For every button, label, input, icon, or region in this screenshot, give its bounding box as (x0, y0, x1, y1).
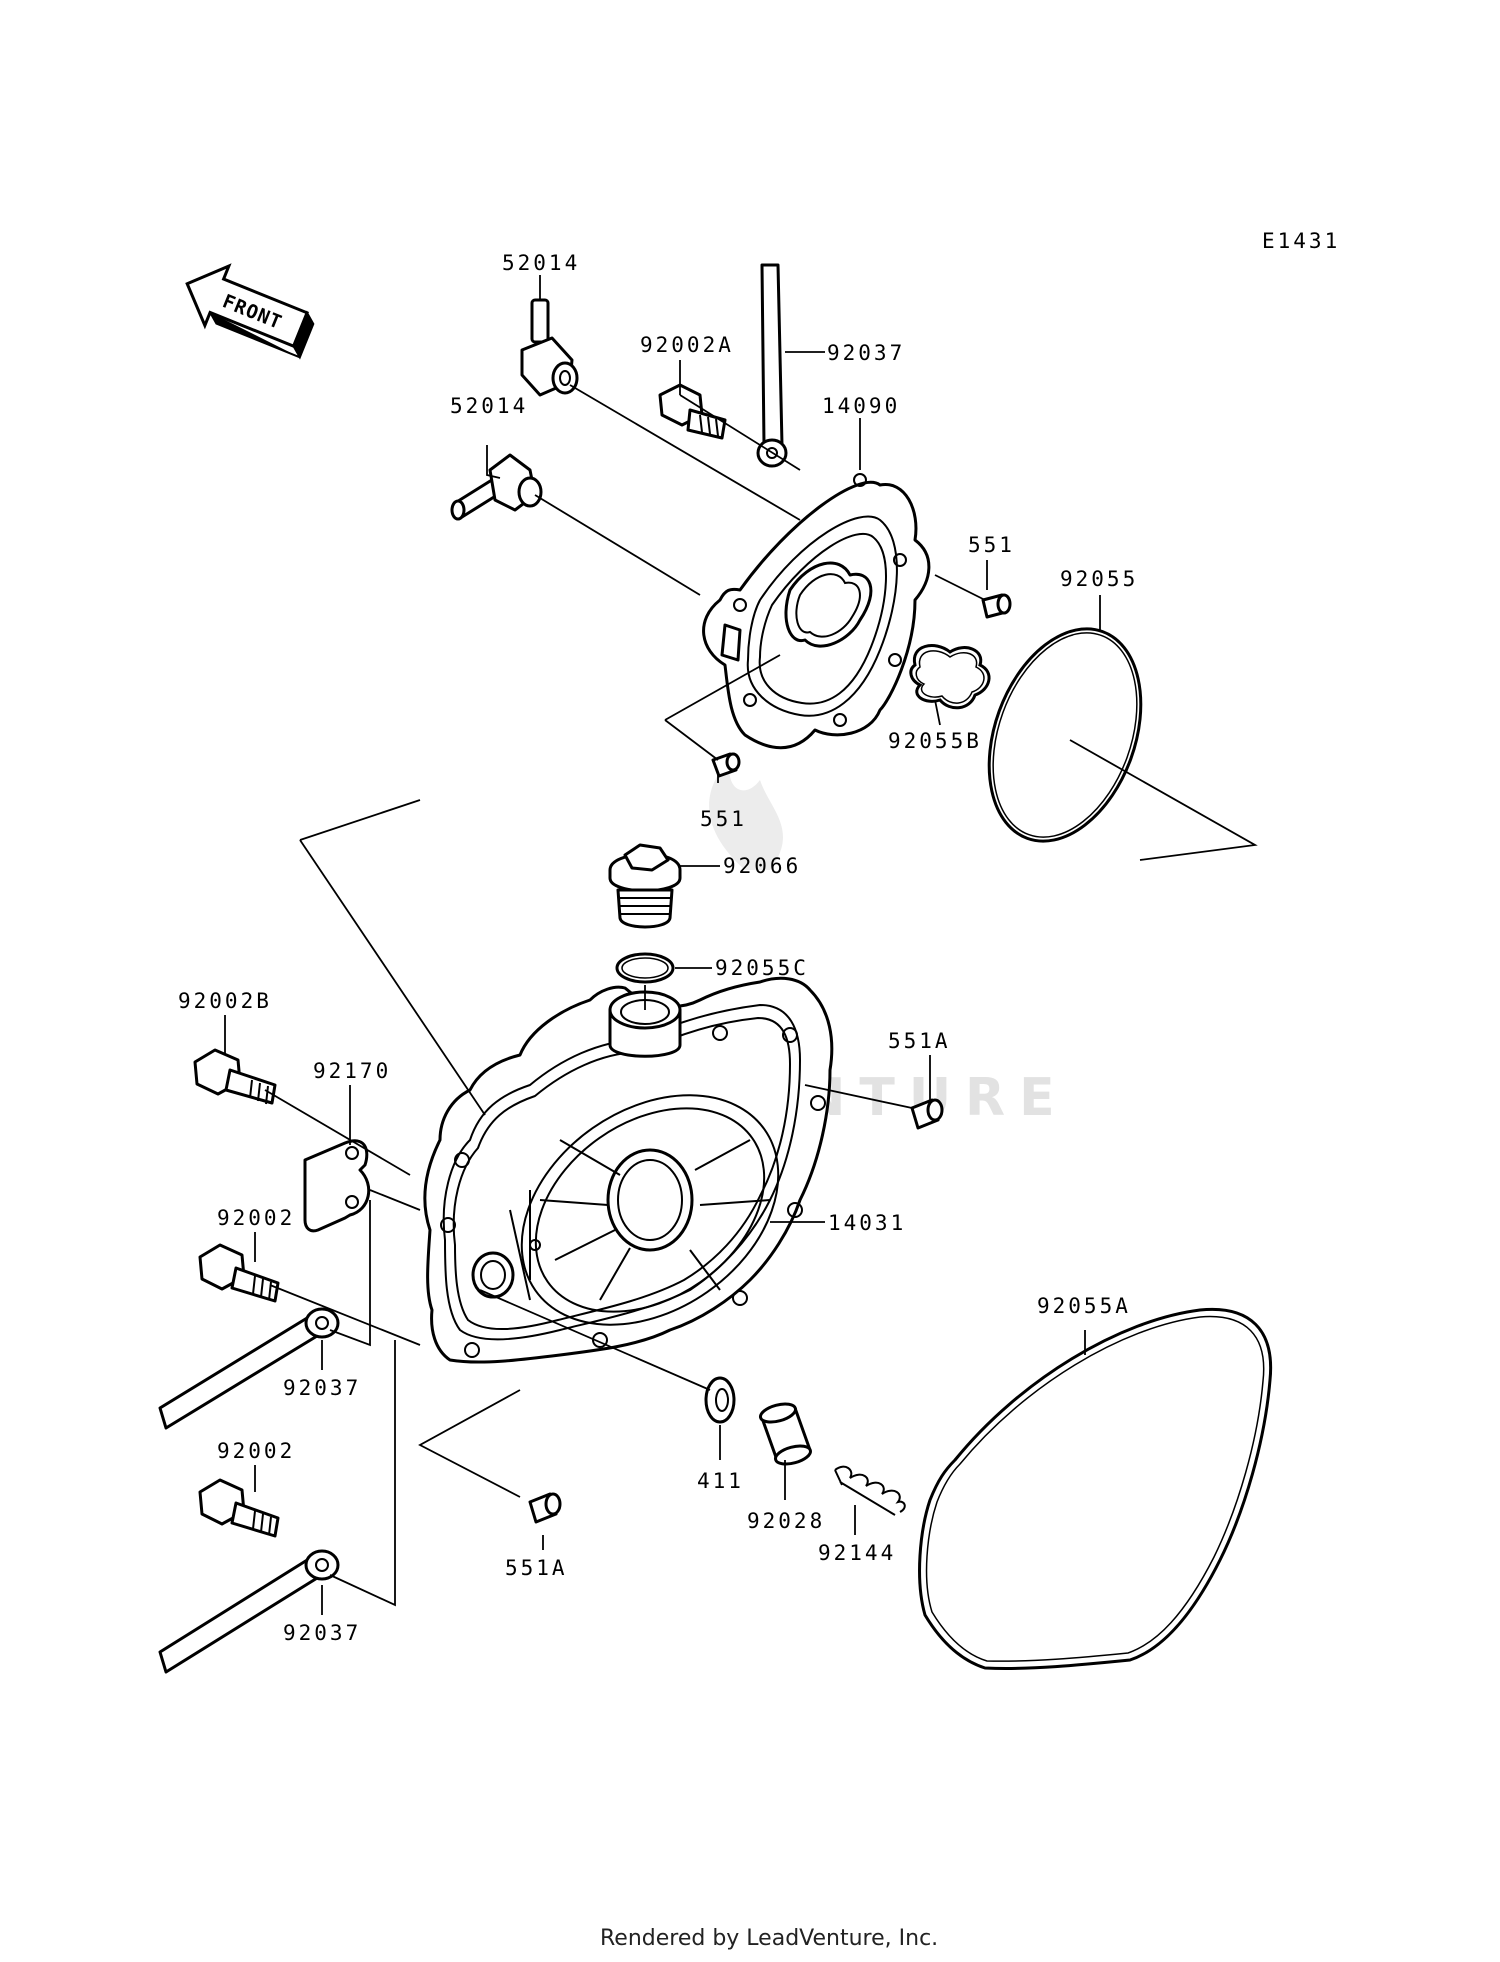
dowel-551A-right (910, 1098, 944, 1130)
label-92037-top: 92037 (827, 341, 905, 365)
label-52014-mid: 52014 (450, 394, 528, 418)
diagram-code: E1431 (1262, 229, 1340, 253)
bolt-92002A (658, 383, 727, 440)
gasket-92055B (909, 644, 991, 710)
dowel-551A-lower (528, 1492, 562, 1524)
label-92002A: 92002A (640, 333, 734, 357)
label-92002B: 92002B (178, 989, 272, 1013)
label-551-lower: 551 (700, 807, 747, 831)
label-14031: 14031 (828, 1211, 906, 1235)
label-92037-mid: 92037 (283, 1376, 361, 1400)
bolt-92002-b (198, 1478, 280, 1538)
label-551A-right: 551A (888, 1029, 951, 1053)
clamp-92170 (303, 1139, 371, 1233)
spring-92144 (834, 1465, 906, 1516)
housing-14031 (423, 976, 834, 1364)
dowel-551-right (981, 593, 1012, 619)
label-92037-bottom: 92037 (283, 1621, 361, 1645)
label-92002-a: 92002 (217, 1206, 295, 1230)
strap-92037-top (756, 263, 788, 468)
footer-credit: Rendered by LeadVenture, Inc. (600, 1926, 938, 1951)
label-92170: 92170 (313, 1059, 391, 1083)
part-labels: 52014 52014 92002A 92037 14090 551 92055… (178, 251, 1138, 1645)
gasket-92055A (918, 1307, 1273, 1670)
label-551A-lower: 551A (505, 1556, 568, 1580)
label-92066: 92066 (723, 854, 801, 878)
label-92055C: 92055C (715, 956, 809, 980)
plug-92066 (608, 843, 682, 929)
label-92055: 92055 (1060, 567, 1138, 591)
strap-92037-mid (158, 1307, 340, 1430)
o-ring-92055C (615, 952, 675, 984)
label-14090: 14090 (822, 394, 900, 418)
front-arrow-icon: FRONT (185, 263, 315, 360)
fitting-52014-mid (450, 453, 543, 521)
label-92055B: 92055B (888, 729, 982, 753)
leader-lines (224, 275, 1258, 1615)
washer-411 (704, 1376, 736, 1424)
fitting-52014-top (520, 298, 579, 397)
dowel-551-lower (711, 752, 741, 778)
label-92002-b: 92002 (217, 1439, 295, 1463)
label-411: 411 (697, 1469, 744, 1493)
label-52014-top: 52014 (502, 251, 580, 275)
label-92028: 92028 (747, 1509, 825, 1533)
label-92144: 92144 (818, 1541, 896, 1565)
cover-plate-14090 (702, 473, 931, 750)
collar-92028 (758, 1402, 813, 1466)
bolt-92002-a (198, 1243, 280, 1303)
o-ring-92055 (987, 627, 1143, 843)
bolt-92002B (193, 1048, 277, 1105)
strap-92037-bottom (158, 1549, 340, 1674)
label-551-right: 551 (968, 533, 1015, 557)
label-92055A: 92055A (1037, 1294, 1131, 1318)
